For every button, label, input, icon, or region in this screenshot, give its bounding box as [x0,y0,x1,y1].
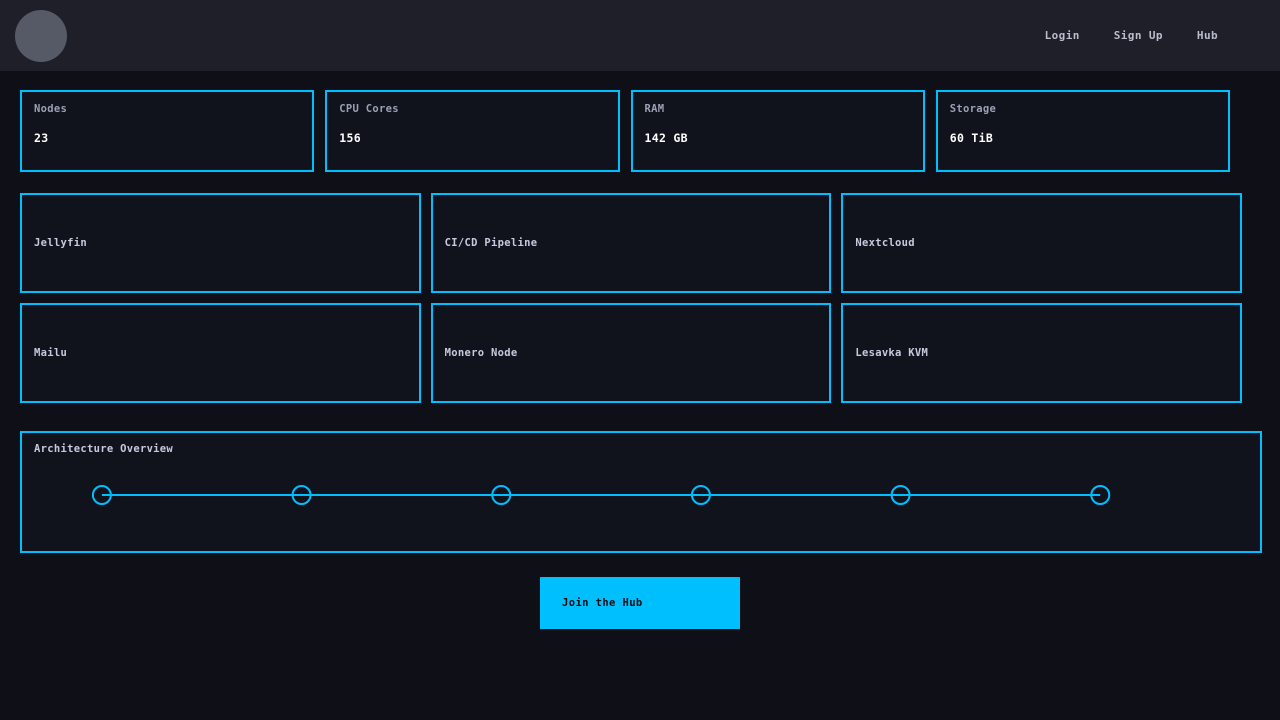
stat-card-cpu-cores[interactable]: CPU Cores 156 [325,90,620,172]
service-name: CI/CD Pipeline [444,237,538,249]
service-card-monero-node[interactable]: Monero Node [430,303,832,403]
architecture-overview-panel: Architecture Overview [20,431,1262,553]
stat-label: RAM [644,103,665,115]
architecture-node-4[interactable] [690,485,711,505]
avatar[interactable] [15,9,67,62]
site-header: Login Sign Up Hub [0,0,1280,71]
service-name: Monero Node [444,347,518,359]
stat-card-nodes[interactable]: Nodes 23 [20,90,315,172]
architecture-diagram [91,485,1111,505]
stat-card-ram[interactable]: RAM 142 GB [630,90,925,172]
architecture-node-3[interactable] [491,485,512,505]
join-the-hub-button[interactable]: Join the Hub [540,577,740,629]
services-grid: Jellyfin CI/CD Pipeline Nextcloud Mailu … [0,172,1280,403]
stat-value: 156 [339,131,361,145]
stats-row: Nodes 23 CPU Cores 156 RAM 142 GB Storag… [0,71,1280,172]
cta-row: Join the Hub [0,577,1280,629]
service-name: Nextcloud [855,237,915,249]
architecture-title: Architecture Overview [34,443,174,455]
stat-label: CPU Cores [339,103,399,115]
nav-link-sign-up[interactable]: Sign Up [1113,29,1163,42]
service-card-nextcloud[interactable]: Nextcloud [841,193,1242,293]
service-name: Jellyfin [34,237,87,249]
stat-value: 23 [34,131,49,145]
service-card-jellyfin[interactable]: Jellyfin [20,193,421,293]
nav-link-hub[interactable]: Hub [1196,29,1218,42]
service-name: Lesavka KVM [855,347,929,359]
nav-link-login[interactable]: Login [1044,29,1080,42]
architecture-node-5[interactable] [890,485,911,505]
stat-label: Storage [949,103,997,115]
stat-value: 142 GB [644,131,688,145]
stat-value: 60 TiB [949,131,994,145]
stat-card-storage[interactable]: Storage 60 TiB [935,90,1230,172]
architecture-node-2[interactable] [291,485,312,505]
architecture-node-1[interactable] [91,485,112,505]
service-card-mailu[interactable]: Mailu [20,303,421,403]
architecture-node-6[interactable] [1090,485,1111,505]
stat-label: Nodes [34,103,68,115]
service-card-lesavka-kvm[interactable]: Lesavka KVM [841,303,1242,403]
service-name: Mailu [34,347,68,359]
main-nav: Login Sign Up Hub [1045,29,1248,42]
service-card-cicd-pipeline[interactable]: CI/CD Pipeline [430,193,832,293]
